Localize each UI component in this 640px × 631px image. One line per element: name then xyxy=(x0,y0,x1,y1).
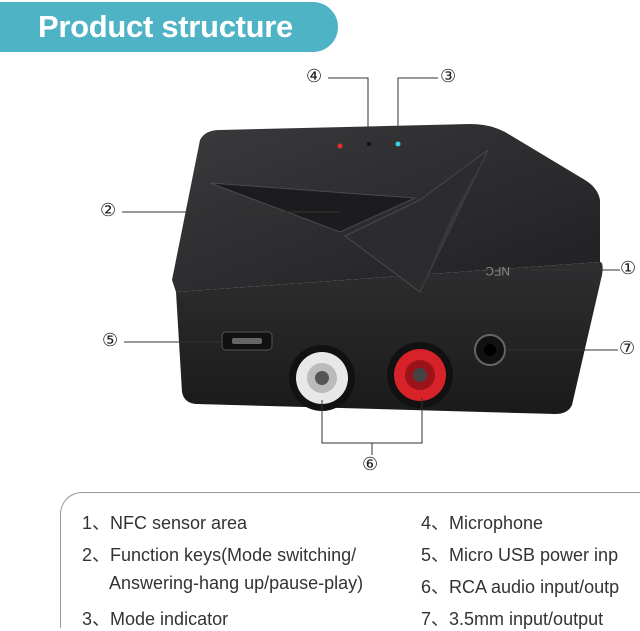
callout-6: ⑥ xyxy=(362,454,379,475)
callout-2: ② xyxy=(100,200,117,221)
title-banner: Product structure xyxy=(0,2,338,52)
device-front xyxy=(176,262,603,414)
nfc-label: NFC xyxy=(485,264,510,278)
feature-item: 5、Micro USB power inp xyxy=(421,545,619,565)
callout-7: ⑦ xyxy=(619,338,636,359)
callout-1: ① xyxy=(620,258,637,279)
feature-item: 7、3.5mm input/output xyxy=(421,609,604,629)
red-indicator xyxy=(337,143,343,149)
feature-item: 4、Microphone xyxy=(421,513,544,533)
page-title: Product structure xyxy=(38,9,293,44)
feature-item: 1、NFC sensor area xyxy=(82,513,248,533)
device-illustration: NFC xyxy=(122,77,620,455)
blue-indicator xyxy=(395,141,401,147)
feature-item: 3、Mode indicator xyxy=(82,609,229,629)
function-key-left xyxy=(209,182,416,233)
feature-item: 6、RCA audio input/outp xyxy=(421,577,620,597)
feature-item: 2、Function keys(Mode switching/ xyxy=(82,545,357,565)
feature-item: Answering-hang up/pause-play) xyxy=(109,573,364,593)
callout-3: ③ xyxy=(440,66,457,87)
feature-list-panel: 1、NFC sensor area 2、Function keys(Mode s… xyxy=(60,492,640,629)
leader-lines xyxy=(122,77,620,455)
microphone-hole xyxy=(367,142,371,146)
callout-4: ④ xyxy=(306,66,323,87)
callout-5: ⑤ xyxy=(102,330,119,351)
